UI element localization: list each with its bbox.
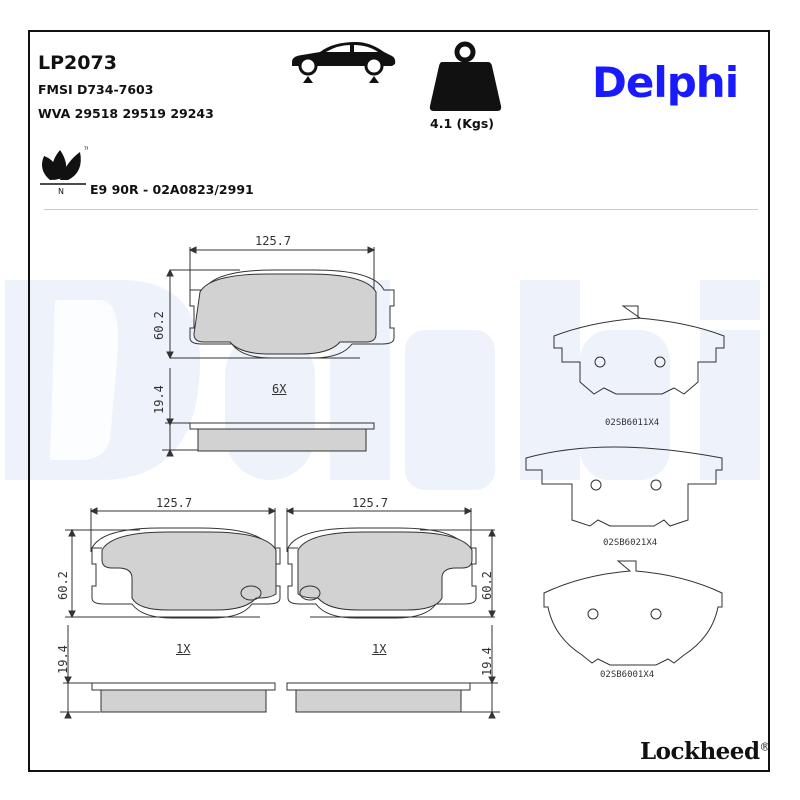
shim-code: 02SB6001X4: [600, 670, 655, 680]
weight-icon: [429, 41, 502, 111]
right-pad-width: 125.7: [352, 496, 389, 510]
right-pad-quantity: 1X: [372, 642, 387, 656]
lockheed-logo: Lockheed®: [640, 738, 771, 765]
left-pad-width: 125.7: [156, 496, 193, 510]
fmsi-code: FMSI D734-7603: [38, 82, 154, 97]
shim-code: 02SB6011X4: [605, 418, 660, 428]
right-pad-height: 60.2: [480, 571, 494, 600]
top-pad-thickness: 19.4: [152, 385, 166, 414]
registered-mark: ®: [759, 740, 771, 754]
document-frame: [28, 30, 770, 772]
left-pad-height: 60.2: [56, 571, 70, 600]
trademark-mark: TM: [83, 146, 88, 151]
left-pad-quantity: 1X: [176, 642, 191, 656]
eco-label: N: [58, 187, 64, 196]
eco-leaf-icon: TM N: [40, 146, 88, 196]
part-number: LP2073: [38, 52, 117, 74]
ece-approval: E9 90R - 02A0823/2991: [90, 182, 254, 197]
wva-codes: WVA 29518 29519 29243: [38, 106, 214, 121]
top-pad-quantity: 6X: [272, 382, 287, 396]
shim-code: 02SB6021X4: [603, 538, 658, 548]
right-pad-thickness: 19.4: [480, 647, 494, 676]
top-pad-height: 60.2: [152, 311, 166, 340]
delphi-logo: Delphi: [592, 58, 739, 107]
top-pad-width: 125.7: [255, 234, 292, 248]
header-separator: [44, 209, 758, 210]
weight-value: 4.1 (Kgs): [430, 116, 494, 131]
left-pad-thickness: 19.4: [56, 645, 70, 674]
car-front-axle-icon: [292, 42, 396, 83]
lockheed-text: Lockheed: [640, 738, 760, 765]
